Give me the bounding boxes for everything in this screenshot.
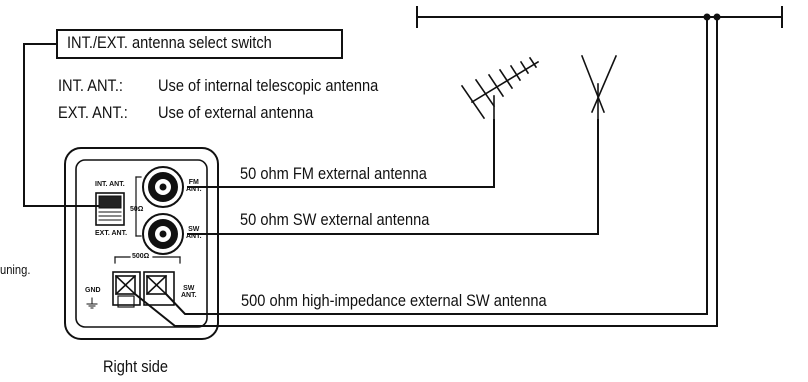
fm-connection-wire: [187, 119, 495, 188]
sw-connection-label: 50 ohm SW external antenna: [240, 210, 430, 229]
clipped-text: uning.: [0, 262, 31, 277]
hi-z-connection-label: 500 ohm high-impedance external SW anten…: [241, 291, 547, 310]
ground-connection-wire: [133, 16, 718, 327]
hi-z-connection-wire: [164, 16, 708, 315]
terminal-block: [112, 271, 175, 308]
fm-ant-jack[interactable]: [142, 166, 184, 208]
sw-dipole-antenna-icon: [580, 54, 618, 121]
switch-label-box: [56, 29, 343, 59]
impedance-50-label: 50Ω: [130, 206, 144, 213]
switch-top-label: INT. ANT.: [95, 181, 125, 188]
sw-ant-jack[interactable]: [142, 213, 184, 255]
long-wire-antenna: [416, 6, 783, 28]
right-side-panel-inner: [75, 159, 208, 328]
bracket-500-ohm: [114, 256, 181, 264]
note-int-key: INT. ANT.:: [58, 76, 123, 95]
int-ext-select-switch[interactable]: [95, 192, 125, 226]
ground-icon: [86, 297, 98, 309]
bracket-50-ohm: [135, 176, 142, 237]
panel-caption: Right side: [103, 357, 169, 376]
impedance-500-label: 500Ω: [132, 253, 150, 260]
sw-connection-wire: [187, 119, 599, 235]
switch-bottom-label: EXT. ANT.: [95, 230, 128, 237]
switch-label-text: INT./EXT. antenna select switch: [67, 33, 272, 52]
note-ext-key: EXT. ANT.:: [58, 103, 128, 122]
switch-callout-line: [23, 43, 99, 207]
right-side-panel: [64, 147, 219, 340]
gnd-label: GND: [85, 287, 101, 294]
note-int-desc: Use of internal telescopic antenna: [158, 76, 379, 95]
fm-connection-label: 50 ohm FM external antenna: [240, 164, 427, 183]
note-ext-desc: Use of external antenna: [158, 103, 314, 122]
fm-yagi-antenna-icon: [460, 56, 540, 121]
